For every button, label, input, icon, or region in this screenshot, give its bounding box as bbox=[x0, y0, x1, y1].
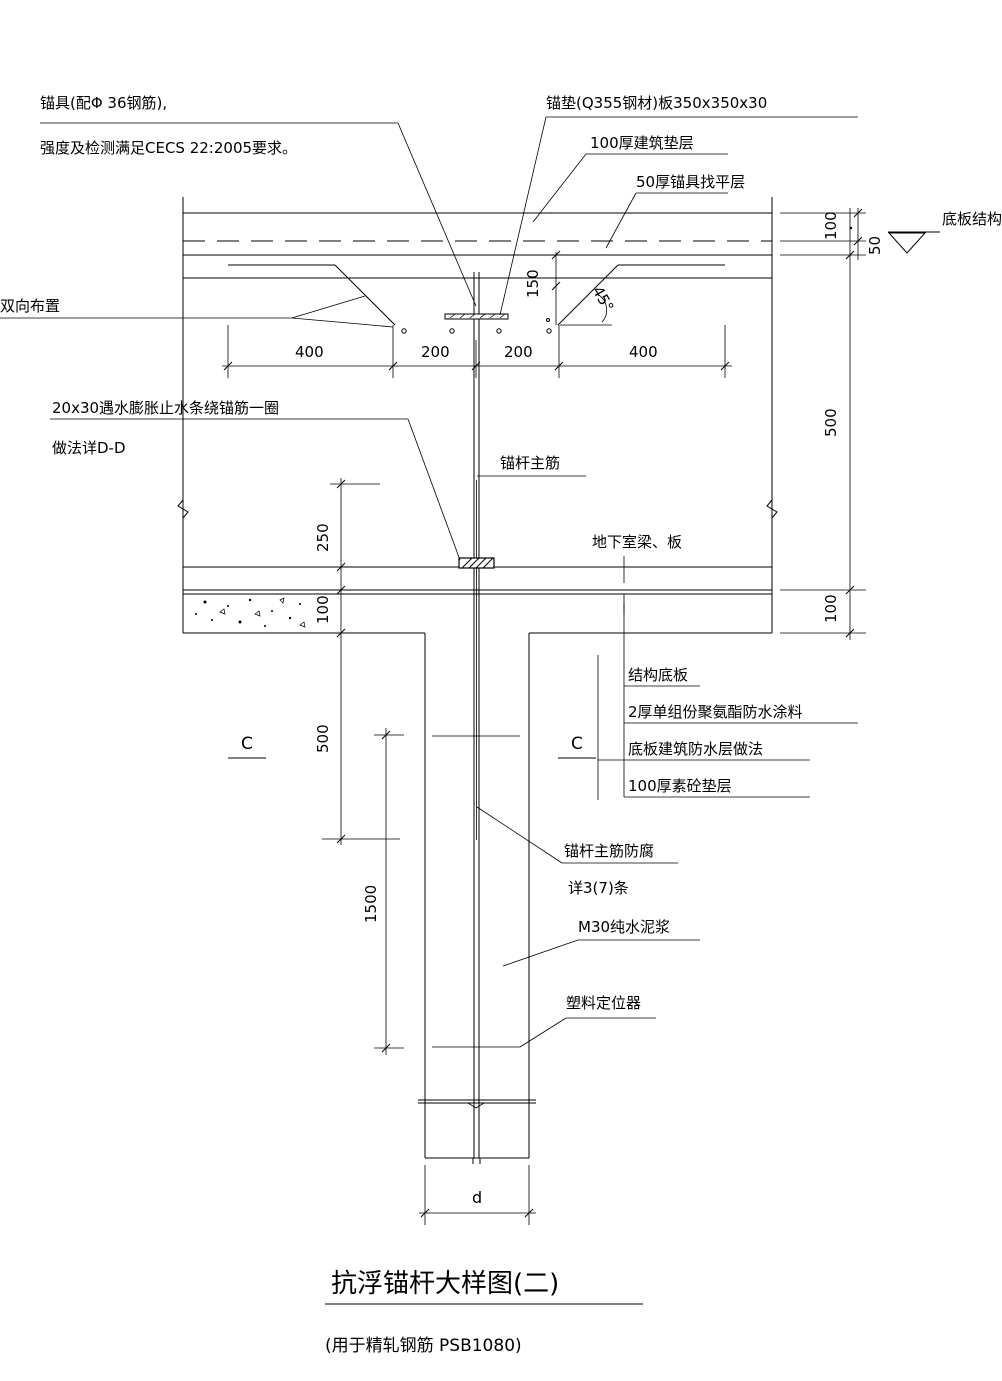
dim-500-left: 500 bbox=[314, 724, 332, 753]
drawing-subtitle: (用于精轧钢筋 PSB1080) bbox=[325, 1336, 522, 1356]
dim-100-top: 100 bbox=[822, 211, 840, 240]
label-grout: M30纯水泥浆 bbox=[578, 918, 670, 936]
dim-500-right: 500 bbox=[822, 408, 840, 437]
dim-400-right: 400 bbox=[629, 343, 658, 361]
dim-150: 150 bbox=[524, 269, 542, 298]
label-anticorrosion-2: 详3(7)条 bbox=[568, 879, 629, 897]
label-main-bar: 锚杆主筋 bbox=[500, 454, 560, 472]
dim-100-left: 100 bbox=[314, 595, 332, 624]
label-leveling-50: 50厚锚具找平层 bbox=[636, 173, 745, 191]
dim-250: 250 bbox=[314, 523, 332, 552]
dimension-texts: 400 200 200 400 150 100 50 500 100 250 1… bbox=[295, 211, 884, 923]
anchor-plate bbox=[444, 313, 509, 320]
label-section-left: C bbox=[241, 734, 253, 754]
label-anchor-plate: 锚垫(Q355钢材)板350x350x30 bbox=[546, 94, 767, 112]
title-block: 抗浮锚杆大样图(二) (用于精轧钢筋 PSB1080) bbox=[325, 1269, 643, 1356]
label-diameter: d bbox=[472, 1188, 482, 1207]
label-waterstop-2: 做法详D-D bbox=[52, 439, 126, 457]
label-cushion-100: 100厚建筑垫层 bbox=[590, 134, 694, 152]
annotation-labels: 锚具(配Φ 36钢筋), 强度及检测满足CECS 22:2005要求。 锚垫(Q… bbox=[0, 94, 1002, 1207]
label-anchor-device-2: 强度及检测满足CECS 22:2005要求。 bbox=[40, 139, 297, 157]
concrete-hatch bbox=[195, 597, 306, 628]
label-anchor-device-1: 锚具(配Φ 36钢筋), bbox=[40, 94, 167, 112]
grout-hole bbox=[418, 633, 536, 1159]
label-waterstop-1: 20x30遇水膨胀止水条绕锚筋一圈 bbox=[52, 399, 279, 417]
label-section-right: C bbox=[571, 734, 583, 754]
label-anticorrosion-1: 锚杆主筋防腐 bbox=[564, 842, 654, 860]
label-bidirectional: 双向布置 bbox=[0, 297, 60, 315]
label-angle: 45° bbox=[589, 283, 618, 315]
dim-400-left: 400 bbox=[295, 343, 324, 361]
anchor-main-bar bbox=[472, 272, 481, 1164]
elevation-symbol bbox=[887, 231, 940, 254]
leader-lines bbox=[0, 116, 858, 1048]
drawing-title: 抗浮锚杆大样图(二) bbox=[331, 1269, 559, 1299]
label-basement-beam: 地下室梁、板 bbox=[592, 533, 682, 551]
inclined-bars bbox=[228, 264, 725, 334]
dim-200-left: 200 bbox=[421, 343, 450, 361]
dim-100-right: 100 bbox=[822, 594, 840, 623]
label-plain-concrete: 100厚素砼垫层 bbox=[628, 777, 732, 795]
dim-200-right: 200 bbox=[504, 343, 533, 361]
label-slab-elevation: 底板结构标 bbox=[942, 210, 1002, 228]
water-stop bbox=[458, 557, 495, 569]
dim-1500: 1500 bbox=[362, 885, 380, 923]
label-locator: 塑料定位器 bbox=[566, 994, 641, 1012]
label-struct-slab: 结构底板 bbox=[628, 666, 688, 684]
dimension-lines bbox=[222, 208, 866, 1225]
label-pu-coating: 2厚单组份聚氨酯防水涂料 bbox=[628, 703, 803, 721]
dim-50: 50 bbox=[866, 236, 884, 255]
label-waterproof-method: 底板建筑防水层做法 bbox=[628, 740, 763, 758]
